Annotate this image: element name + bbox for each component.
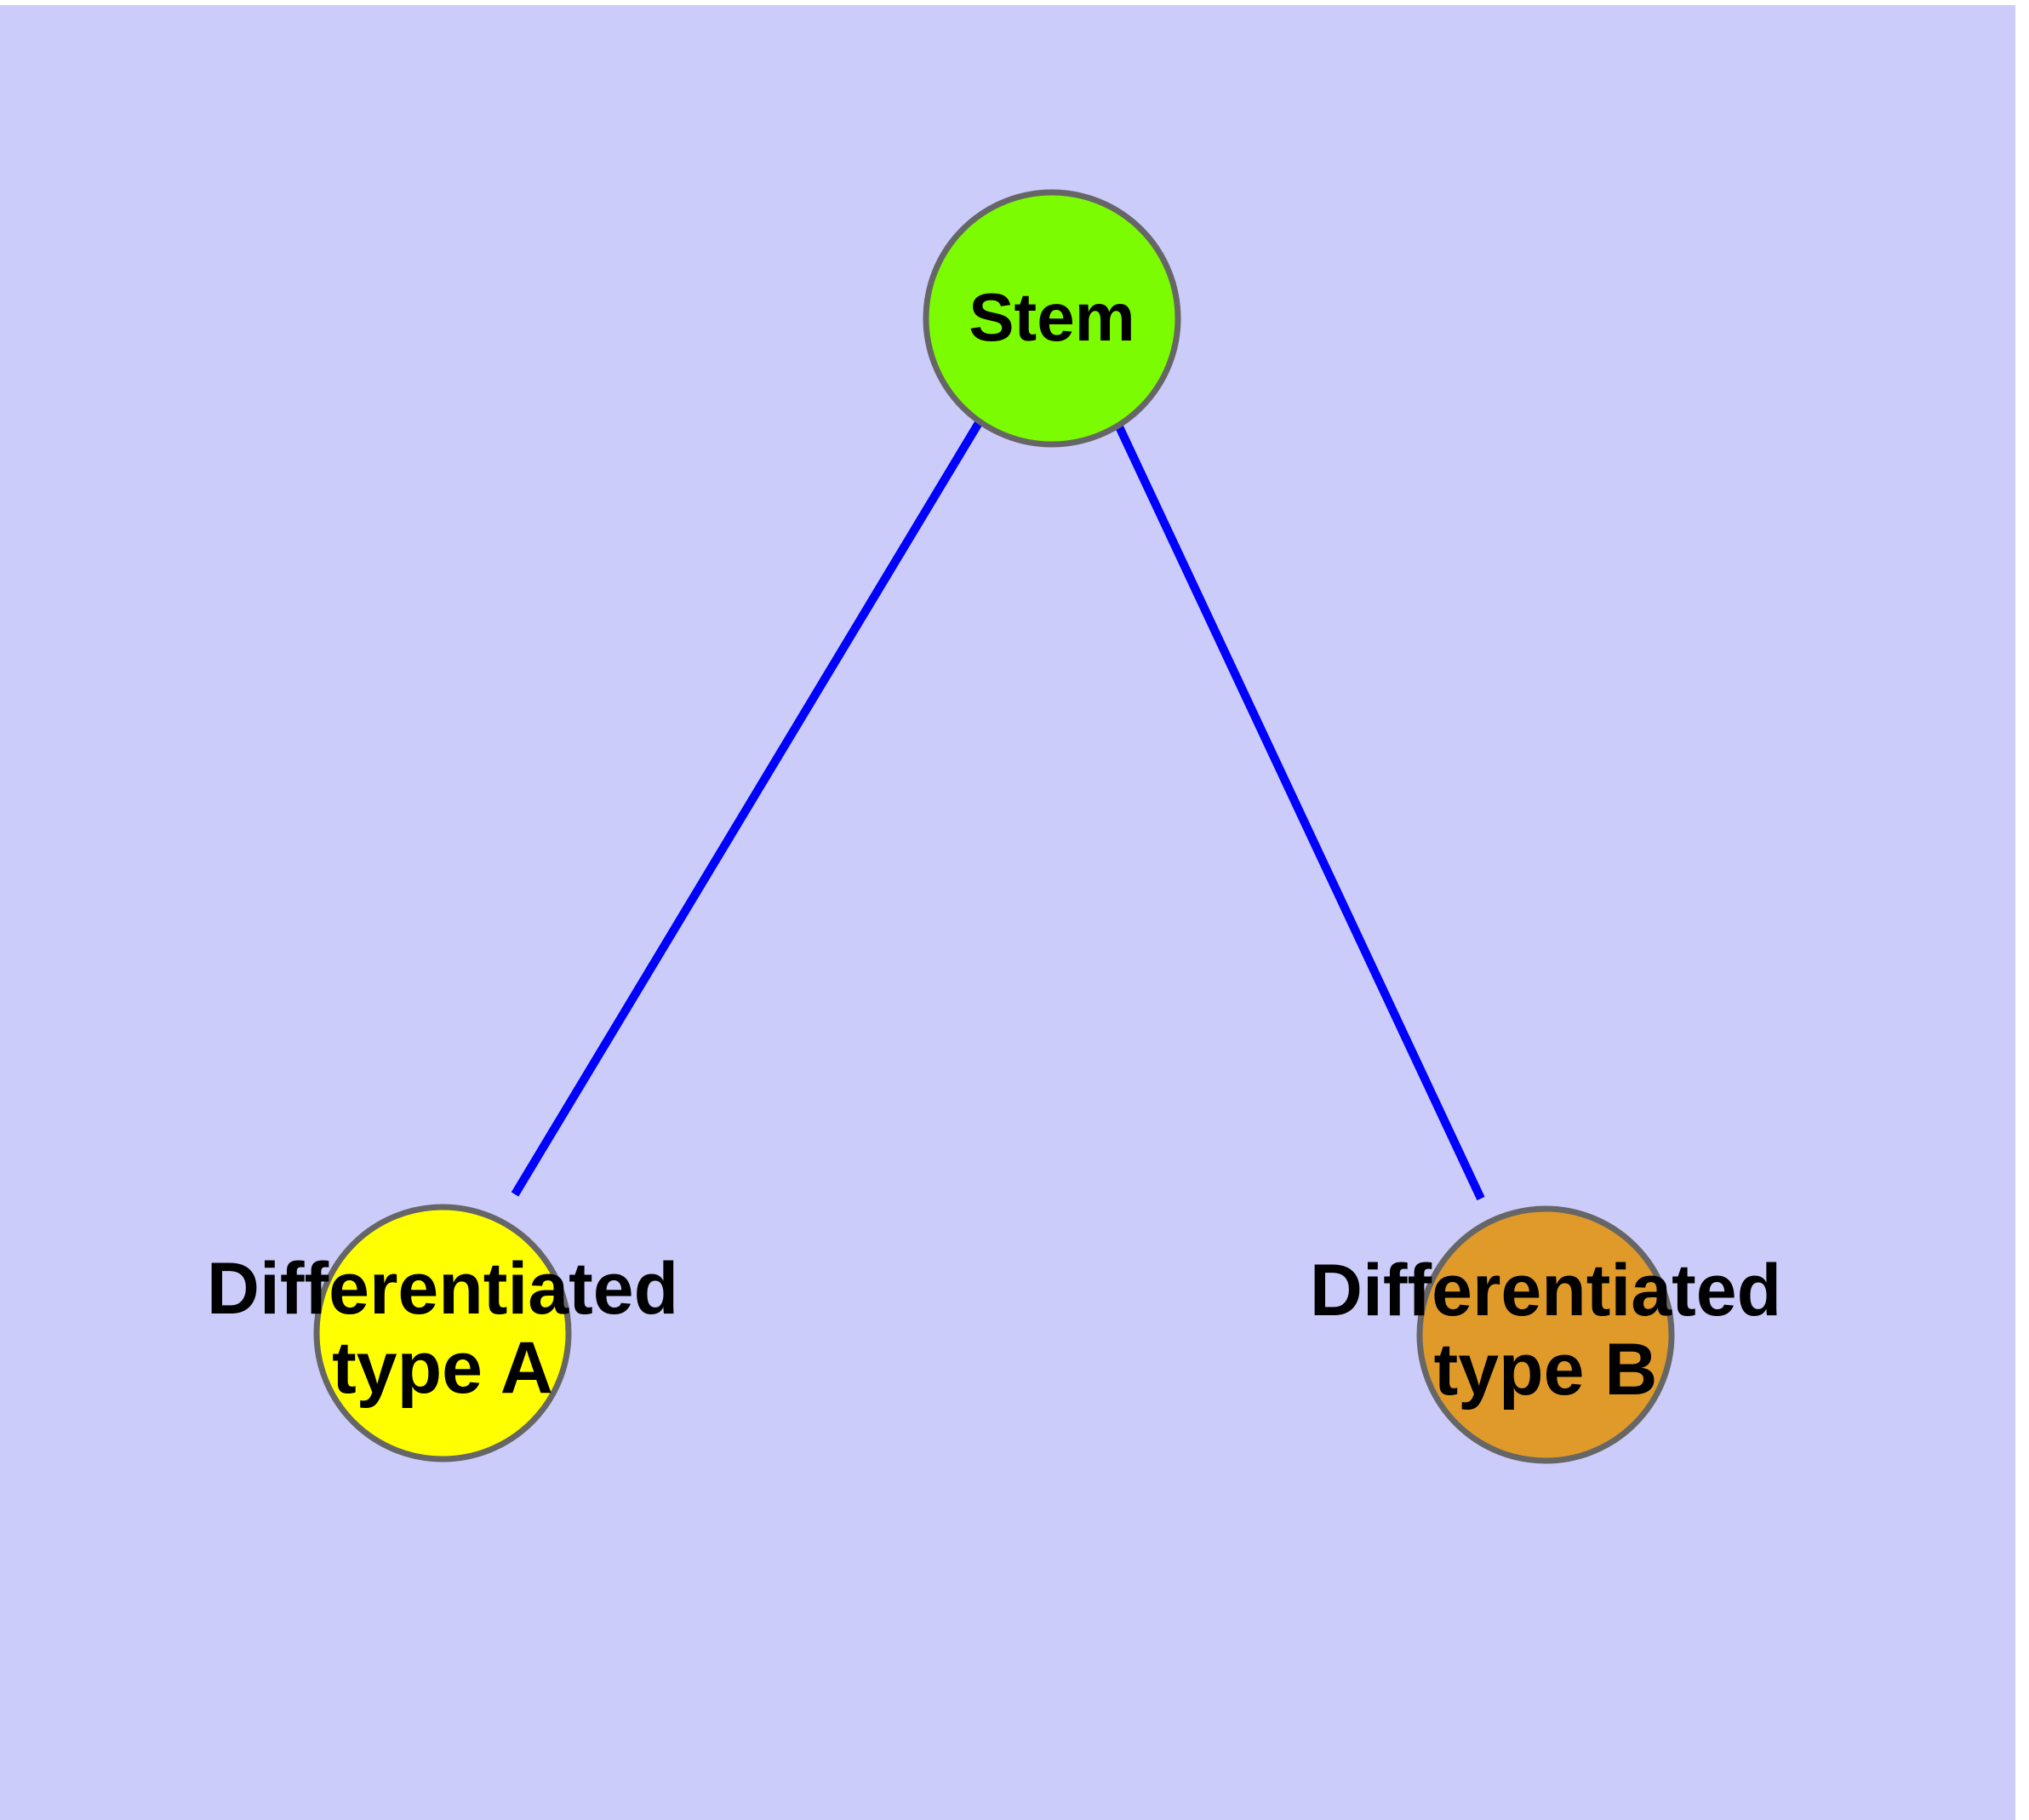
- node-label-differentiated-type-b-line-1: Differentiated: [1309, 1250, 1782, 1331]
- edge-stem-to-differentiated-type-b[interactable]: [1113, 421, 1485, 1201]
- node-stem[interactable]: [923, 189, 1181, 448]
- node-label-differentiated-type-b-line-2: type B: [1433, 1328, 1658, 1411]
- node-differentiated-type-a[interactable]: [313, 1204, 572, 1462]
- node-label-stem-line-1: Stem: [969, 279, 1135, 355]
- node-differentiated-type-b[interactable]: [1416, 1205, 1675, 1464]
- node-group: [313, 189, 1675, 1464]
- node-label-differentiated-type-a: Differentiated type A: [102, 1250, 783, 1408]
- node-label-differentiated-type-a-line-2: type A: [332, 1326, 553, 1409]
- node-label-differentiated-type-a-line-1: Differentiated: [206, 1248, 679, 1330]
- edge-stem-to-differentiated-type-a[interactable]: [511, 419, 984, 1197]
- edge-group: [511, 419, 1485, 1201]
- node-label-stem: Stem: [797, 279, 1307, 355]
- node-label-differentiated-type-b: Differentiated type B: [1205, 1251, 1886, 1410]
